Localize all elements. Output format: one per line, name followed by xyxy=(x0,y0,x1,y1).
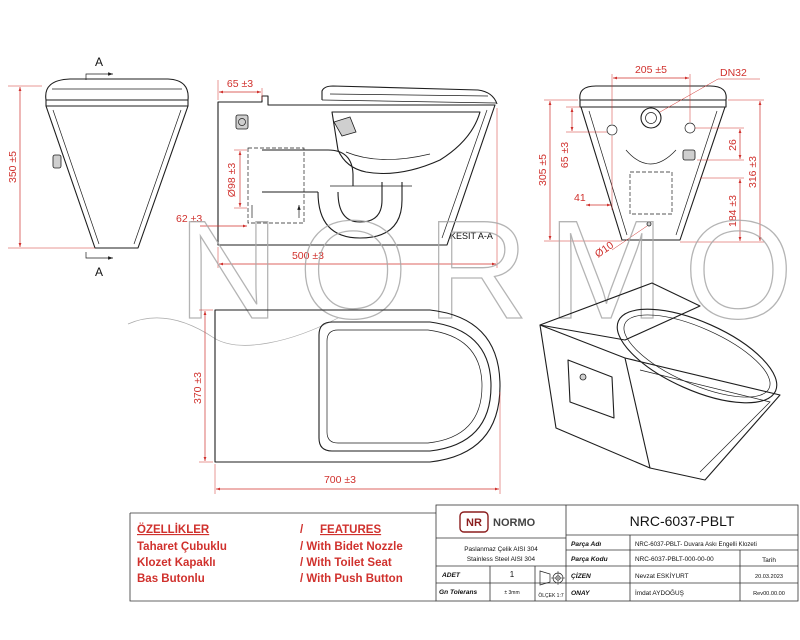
section-lid xyxy=(321,85,498,105)
feature-item-en: / With Push Button xyxy=(300,573,403,585)
section-view: 65 ±3 Ø98 ±3 62 ±3 500 ±3 KESIT A-A xyxy=(176,78,498,268)
part-code: NRC-6037-PBLT-000-00-00 xyxy=(635,556,714,563)
drain-outer xyxy=(640,107,662,129)
drawn-label: ÇİZEN xyxy=(571,572,591,580)
part-code-label: Parça Kodu xyxy=(571,556,608,563)
section-bowl xyxy=(331,111,481,175)
dim-pipe-diameter: Ø98 ±3 xyxy=(226,163,238,198)
push-button xyxy=(682,149,696,161)
logo-text: NORMO xyxy=(493,517,536,529)
part-name-label: Parça Adı xyxy=(571,541,601,548)
dim-hole-spacing: 205 ±5 xyxy=(635,64,667,76)
mount-hole-left xyxy=(606,124,618,136)
feature-item-en: / With Toilet Seat xyxy=(300,557,392,569)
dim-side-total: 316 ±3 xyxy=(747,156,759,188)
dim-drain-size: DN32 xyxy=(720,67,747,79)
section-arrow-top xyxy=(85,72,113,80)
dim-top-width: 370 ±3 xyxy=(192,372,204,404)
drawn-by: Nevzat ESKİYURT xyxy=(635,571,689,580)
date-label: Tarih xyxy=(762,557,776,564)
tolerance-value: ± 3mm xyxy=(504,590,519,596)
section-arrow-bottom xyxy=(85,252,113,260)
top-view: 370 ±3 700 ±3 xyxy=(192,309,501,494)
trap-inner xyxy=(337,182,383,223)
section-marker-bottom: A xyxy=(95,265,103,279)
seat-hinge xyxy=(333,116,357,137)
wall-frame xyxy=(247,147,305,224)
dim-pipe-height: 62 ±3 xyxy=(176,213,202,225)
tolerance-label: Gn Tolerans xyxy=(439,589,478,596)
side-body xyxy=(580,106,726,241)
projection-symbol-icon xyxy=(539,570,565,586)
drawing-date: 20.03.2023 xyxy=(755,574,783,580)
qty-value: 1 xyxy=(510,570,515,579)
drawing-number: NRC-6037-PBLT xyxy=(630,513,735,529)
approved-label: ONAY xyxy=(571,590,590,597)
feature-item-tr: Bas Butonlu xyxy=(137,573,205,585)
dim-side-lower: 184 ±3 xyxy=(727,195,739,227)
dim-section-length: 500 ±3 xyxy=(292,250,324,262)
trap-outer xyxy=(317,182,403,239)
features-separator: / xyxy=(300,524,304,536)
dim-side-inset: 41 xyxy=(574,192,586,204)
side-frame xyxy=(629,171,673,215)
mount-hole-right xyxy=(684,122,696,134)
front-body xyxy=(45,105,189,249)
revision: Rev00.00.00 xyxy=(753,591,785,597)
approved-by: İmdat AYDOĞUŞ xyxy=(635,588,684,597)
top-seat xyxy=(318,321,492,452)
feature-item-tr: Taharet Çubuklu xyxy=(137,541,227,553)
company-logo: NR NORMO xyxy=(459,511,536,533)
dim-top-length: 700 ±3 xyxy=(324,474,356,486)
top-outline xyxy=(214,309,501,463)
watermark-swoosh xyxy=(127,317,339,346)
front-lid xyxy=(45,78,189,101)
drain-inner xyxy=(645,112,657,124)
watermark-text: NORMO xyxy=(178,191,793,348)
front-seat xyxy=(45,99,189,107)
isometric-view xyxy=(539,282,781,481)
iso-front-face xyxy=(624,357,781,481)
dim-side-offset: 65 ±3 xyxy=(559,142,571,168)
features-heading-tr: ÖZELLİKLER xyxy=(137,523,210,536)
scale: ÖLÇEK 1:7 xyxy=(538,592,564,599)
iso-top-rim xyxy=(539,282,701,341)
dim-side-small: 26 xyxy=(727,139,739,151)
section-marker-top: A xyxy=(95,55,103,69)
dim-side-height: 305 ±5 xyxy=(537,154,549,186)
part-name: NRC-6037-PBLT- Duvara Askı Engelli Kloze… xyxy=(635,541,757,548)
front-view: A A 350 ±5 xyxy=(7,55,189,279)
title-block: NR NORMO Paslanmaz Çelik AISI 304 Stainl… xyxy=(435,504,799,602)
logo-mark: NR xyxy=(466,517,482,529)
iso-access-panel xyxy=(567,359,615,419)
material-tr: Paslanmaz Çelik AISI 304 xyxy=(464,546,538,553)
feature-item-tr: Klozet Kapaklı xyxy=(137,557,216,569)
iso-lid xyxy=(616,308,778,404)
qty-label: ADET xyxy=(441,572,461,579)
nozzle-button xyxy=(52,154,62,169)
rear-knob xyxy=(235,114,249,130)
outlet-pipe xyxy=(262,149,354,186)
dim-front-height: 350 ±5 xyxy=(7,151,19,183)
dim-wall-offset: 65 ±3 xyxy=(227,78,253,90)
features-box: ÖZELLİKLER / FEATURES Taharet Çubuklu / … xyxy=(129,512,436,602)
features-heading-en: FEATURES xyxy=(320,524,381,536)
side-lid xyxy=(579,85,727,101)
feature-item-en: / With Bidet Nozzle xyxy=(300,541,403,553)
material-en: Stainless Steel AISI 304 xyxy=(467,556,536,563)
section-label: KESIT A-A xyxy=(450,231,493,241)
